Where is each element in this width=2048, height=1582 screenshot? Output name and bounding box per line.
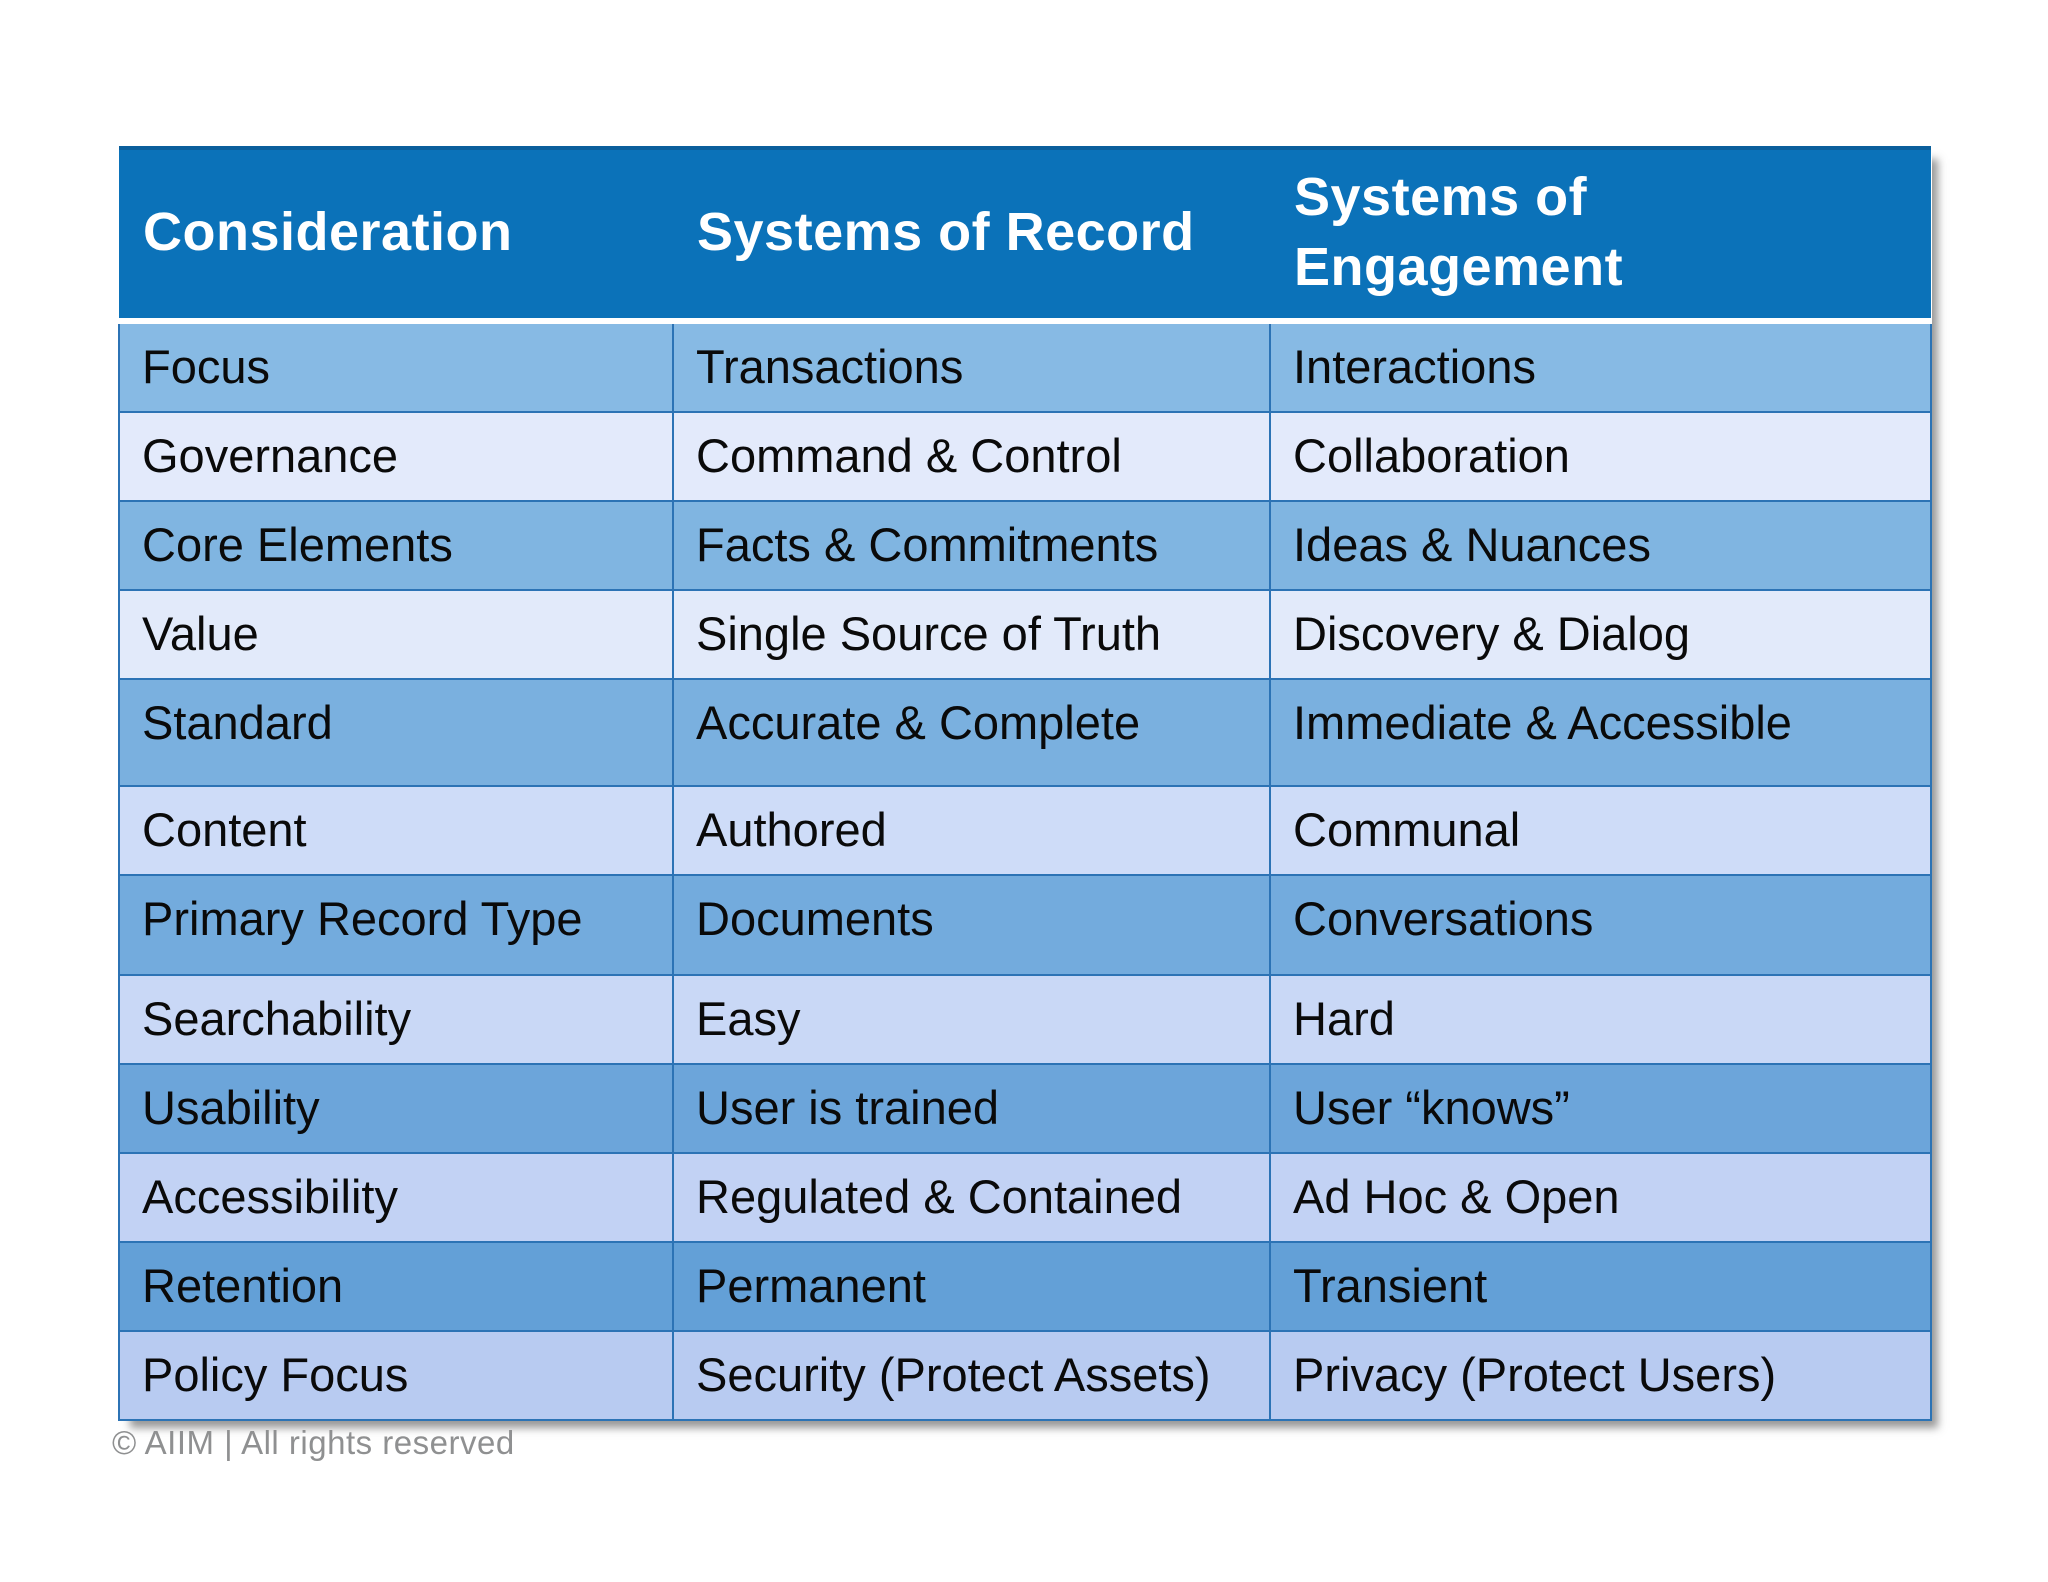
cell-consideration: Focus [118,320,674,413]
cell-consideration: Usability [118,1063,674,1154]
cell-consideration: Retention [118,1241,674,1332]
cell-engagement: Ideas & Nuances [1269,500,1932,591]
cell-consideration: Core Elements [118,500,674,591]
copyright-note: © AIIM | All rights reserved [112,1424,515,1461]
cell-record: Security (Protect Assets) [672,1330,1271,1421]
cell-record: Command & Control [672,411,1271,502]
cell-engagement: Hard [1269,974,1932,1065]
cell-record: Single Source of Truth [672,589,1271,680]
col-header-consideration: Consideration [119,146,673,324]
cell-consideration: Searchability [118,974,674,1065]
cell-record: Regulated & Contained [672,1152,1271,1243]
cell-engagement: Communal [1269,785,1932,876]
cell-engagement: User “knows” [1269,1063,1932,1154]
cell-record: Accurate & Complete [672,678,1271,787]
cell-engagement: Immediate & Accessible [1269,678,1932,787]
cell-engagement: Conversations [1269,874,1932,976]
cell-consideration: Primary Record Type [118,874,674,976]
cell-record: Permanent [672,1241,1271,1332]
cell-engagement: Ad Hoc & Open [1269,1152,1932,1243]
cell-consideration: Standard [118,678,674,787]
cell-engagement: Transient [1269,1241,1932,1332]
cell-engagement: Discovery & Dialog [1269,589,1932,680]
cell-engagement: Collaboration [1269,411,1932,502]
cell-record: User is trained [672,1063,1271,1154]
cell-consideration: Accessibility [118,1152,674,1243]
col-header-systems-of-engagement: Systems of Engagement [1270,146,1931,324]
cell-record: Documents [672,874,1271,976]
cell-consideration: Content [118,785,674,876]
cell-record: Authored [672,785,1271,876]
cell-consideration: Governance [118,411,674,502]
comparison-table: Consideration Systems of Record Systems … [118,146,1932,1421]
cell-engagement: Privacy (Protect Users) [1269,1330,1932,1421]
header-row: Consideration Systems of Record Systems … [119,146,1931,324]
cell-record: Facts & Commitments [672,500,1271,591]
cell-consideration: Policy Focus [118,1330,674,1421]
cell-consideration: Value [118,589,674,680]
col-header-systems-of-record: Systems of Record [673,146,1270,324]
cell-record: Transactions [672,320,1271,413]
cell-engagement: Interactions [1269,320,1932,413]
cell-record: Easy [672,974,1271,1065]
